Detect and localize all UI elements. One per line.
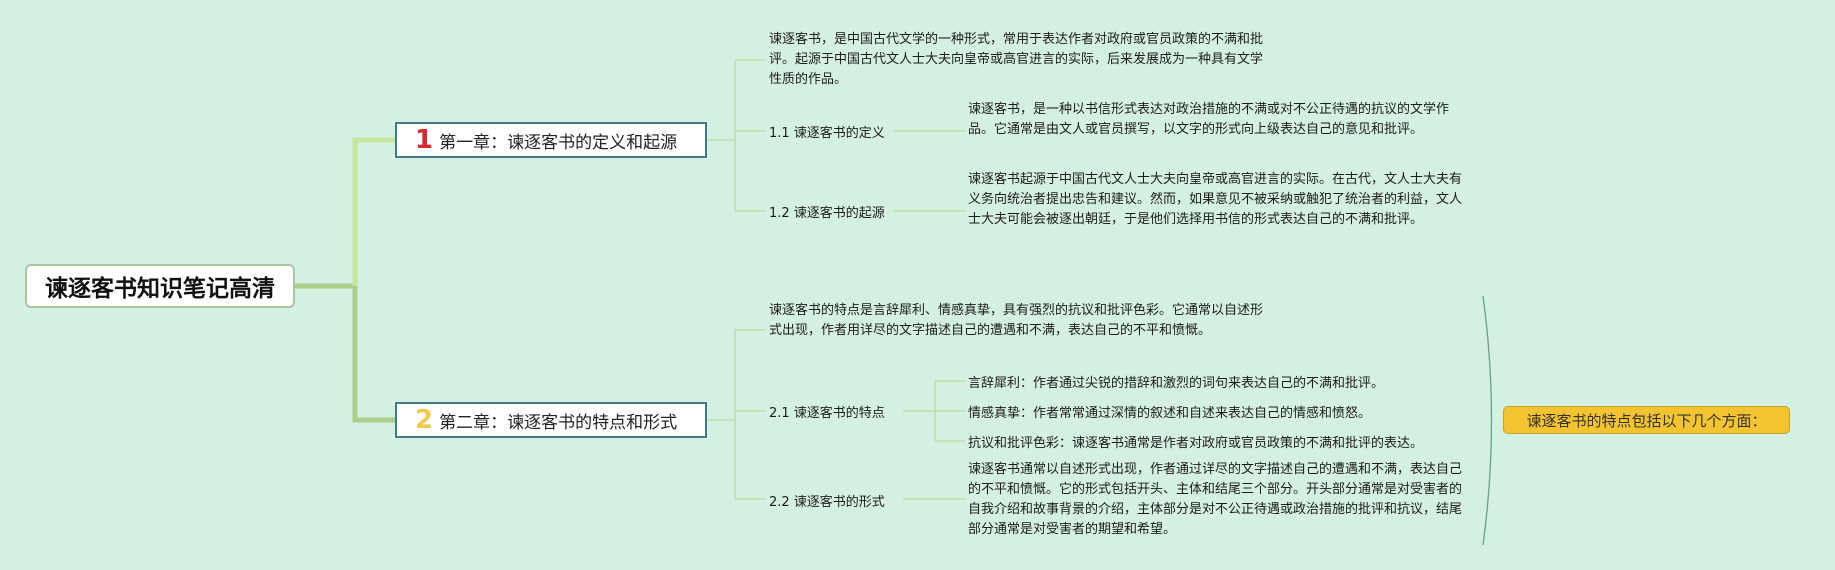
root-title: 谏逐客书知识笔记高清 [45,276,275,302]
section-2-2-label[interactable]: 2.2 谏逐客书的形式 [769,495,885,510]
section-2-1-item-1[interactable]: 言辞犀利：作者通过尖锐的措辞和激烈的词句来表达自己的不满和批评。 [968,376,1385,391]
chapter-1-number: 1 [415,125,434,155]
chapter-1-title: 第一章：谏逐客书的定义和起源 [439,132,678,153]
branch-trunk-1 [352,137,395,286]
root-topic[interactable]: 谏逐客书知识笔记高清 [25,264,295,308]
summary-topic[interactable]: 谏逐客书的特点包括以下几个方面： [1503,406,1790,434]
section-1-2-label[interactable]: 1.2 谏逐客书的起源 [769,206,885,221]
section-2-1-item-2[interactable]: 情感真挚：作者常常通过深情的叙述和自述来表达自己的情感和愤怒。 [968,406,1372,421]
summary-bracket [1482,295,1493,546]
chapter-2-intro[interactable]: 谏逐客书的特点是言辞犀利、情感真挚，具有强烈的抗议和批评色彩。它通常以自述形式出… [769,303,1264,338]
section-1-1-label[interactable]: 1.1 谏逐客书的定义 [769,126,885,141]
chapter-1-intro[interactable]: 谏逐客书，是中国古代文学的一种形式，常用于表达作者对政府或官员政策的不满和批评。… [769,32,1264,87]
section-1-2-text[interactable]: 谏逐客书起源于中国古代文人士大夫向皇帝或高官进言的实际。在古代，文人士大夫有义务… [968,172,1463,227]
section-1-1-text[interactable]: 谏逐客书，是一种以书信形式表达对政治措施的不满或对不公正待遇的抗议的文学作品。它… [968,102,1450,137]
section-2-1-label[interactable]: 2.1 谏逐客书的特点 [769,406,885,421]
section-2-1-item-3[interactable]: 抗议和批评色彩：谏逐客书通常是作者对政府或官员政策的不满和批评的表达。 [968,436,1424,451]
chapter-2-number: 2 [415,405,434,435]
chapter-2-title: 第二章：谏逐客书的特点和形式 [439,412,678,433]
chapter-1-topic[interactable]: 1 第一章：谏逐客书的定义和起源 [395,122,707,158]
summary-label: 谏逐客书的特点包括以下几个方面： [1526,411,1767,430]
branch-trunk-2 [352,286,395,423]
chapter-2-topic[interactable]: 2 第二章：谏逐客书的特点和形式 [395,402,707,438]
section-2-2-text[interactable]: 谏逐客书通常以自述形式出现，作者通过详尽的文字描述自己的遭遇和不满，表达自己的不… [968,462,1463,537]
